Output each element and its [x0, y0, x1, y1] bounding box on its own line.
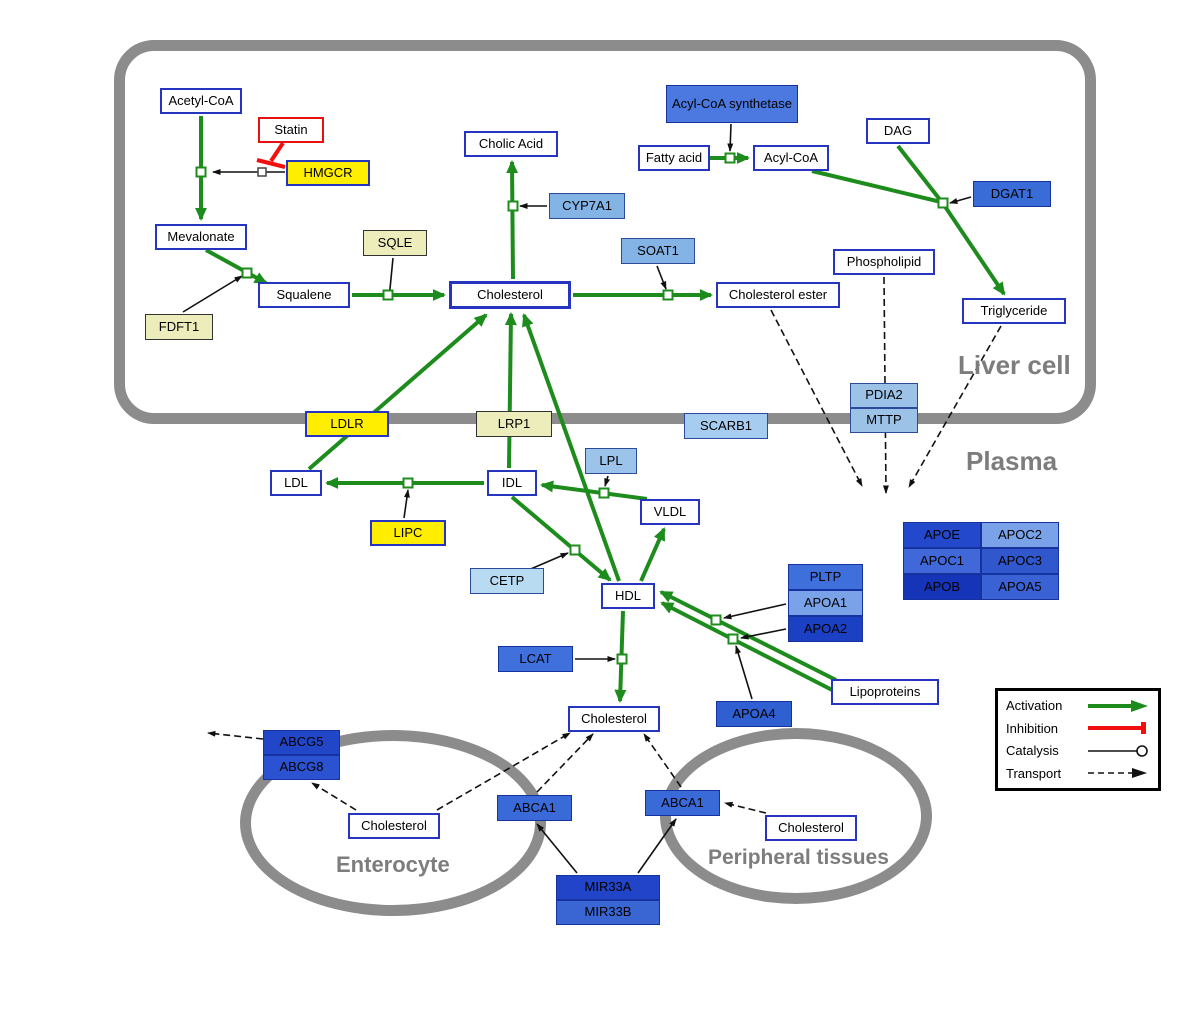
node-mevalonate[interactable]: Mevalonate	[155, 224, 247, 250]
node-cetp[interactable]: CETP	[470, 568, 544, 594]
node-fdft1[interactable]: FDFT1	[145, 314, 213, 340]
inhibition-bar-icon	[1088, 722, 1146, 735]
node-mir33b[interactable]: MIR33B	[556, 900, 660, 925]
node-triglyceride[interactable]: Triglyceride	[962, 298, 1066, 324]
node-lcat[interactable]: LCAT	[498, 646, 573, 672]
node-statin[interactable]: Statin	[258, 117, 324, 143]
node-squalene[interactable]: Squalene	[258, 282, 350, 308]
node-apoa4[interactable]: APOA4	[716, 701, 792, 727]
node-cholesterol-liver[interactable]: Cholesterol	[449, 281, 571, 309]
plasma-label: Plasma	[966, 446, 1058, 476]
catalysis-edges	[182, 123, 972, 874]
node-sqle[interactable]: SQLE	[363, 230, 427, 256]
node-apoc3[interactable]: APOC3	[981, 548, 1059, 574]
node-dag[interactable]: DAG	[866, 118, 930, 144]
enterocyte-label: Enterocyte	[336, 852, 450, 877]
node-scarb1[interactable]: SCARB1	[684, 413, 768, 439]
liver-cell-label: Liver cell	[958, 350, 1071, 380]
node-abcg5[interactable]: ABCG5	[263, 730, 340, 755]
node-mttp[interactable]: MTTP	[850, 408, 918, 433]
legend-transport-label: Transport	[1006, 765, 1062, 781]
liver-cell-membrane	[114, 40, 1096, 424]
legend: Activation Inhibition Catalysis Transpor…	[995, 688, 1161, 791]
node-fatty-acid[interactable]: Fatty acid	[638, 145, 710, 171]
node-idl[interactable]: IDL	[487, 470, 537, 496]
node-soat1[interactable]: SOAT1	[621, 238, 695, 264]
node-ldl[interactable]: LDL	[270, 470, 322, 496]
node-apoc2[interactable]: APOC2	[981, 522, 1059, 548]
legend-row-activation: Activation	[1006, 698, 1150, 713]
node-apoa1[interactable]: APOA1	[788, 590, 863, 616]
node-lipc[interactable]: LIPC	[370, 520, 446, 546]
node-apob[interactable]: APOB	[903, 574, 981, 600]
node-vldl[interactable]: VLDL	[640, 499, 700, 525]
node-pltp[interactable]: PLTP	[788, 564, 863, 590]
node-lpl[interactable]: LPL	[585, 448, 637, 474]
activation-edges	[195, 116, 1006, 703]
legend-row-transport: Transport	[1006, 766, 1150, 781]
node-apoe[interactable]: APOE	[903, 522, 981, 548]
transport-arrow-icon	[1088, 768, 1147, 779]
inhibition-edge	[256, 141, 286, 169]
node-abcg8[interactable]: ABCG8	[263, 755, 340, 780]
node-dgat1[interactable]: DGAT1	[973, 181, 1051, 207]
reaction-nodes	[195, 152, 949, 665]
node-abca1-enterocyte[interactable]: ABCA1	[497, 795, 572, 821]
peripheral-tissues-membrane	[660, 728, 932, 904]
node-lrp1[interactable]: LRP1	[476, 411, 552, 437]
legend-row-catalysis: Catalysis	[1006, 743, 1150, 758]
node-mir33a[interactable]: MIR33A	[556, 875, 660, 900]
legend-row-inhibition: Inhibition	[1006, 721, 1150, 736]
node-apoa5[interactable]: APOA5	[981, 574, 1059, 600]
enterocyte-membrane	[240, 730, 546, 916]
node-cholesterol-ester[interactable]: Cholesterol ester	[716, 282, 840, 308]
transport-edges	[207, 276, 1002, 814]
node-pdia2[interactable]: PDIA2	[850, 383, 918, 408]
node-acyl-coa-synthetase[interactable]: Acyl-CoA synthetase	[666, 85, 798, 123]
node-cholesterol-enterocyte[interactable]: Cholesterol	[348, 813, 440, 839]
node-phospholipid[interactable]: Phospholipid	[833, 249, 935, 275]
node-acetyl-coa[interactable]: Acetyl-CoA	[160, 88, 242, 114]
node-apoc1[interactable]: APOC1	[903, 548, 981, 574]
node-hmgcr[interactable]: HMGCR	[286, 160, 370, 186]
node-lipoproteins[interactable]: Lipoproteins	[831, 679, 939, 705]
node-acyl-coa[interactable]: Acyl-CoA	[753, 145, 829, 171]
legend-inhibition-label: Inhibition	[1006, 720, 1059, 736]
node-abca1-peripheral[interactable]: ABCA1	[645, 790, 720, 816]
node-cholic-acid[interactable]: Cholic Acid	[464, 131, 558, 157]
catalysis-circle-icon	[1088, 745, 1148, 757]
node-cyp7a1[interactable]: CYP7A1	[549, 193, 625, 219]
node-cholesterol-plasma[interactable]: Cholesterol	[568, 706, 660, 732]
peripheral-tissues-label: Peripheral tissues	[708, 846, 889, 869]
activation-arrow-icon	[1088, 699, 1148, 712]
legend-catalysis-label: Catalysis	[1006, 743, 1059, 759]
legend-activation-label: Activation	[1006, 698, 1063, 713]
node-ldlr[interactable]: LDLR	[305, 411, 389, 437]
node-hdl[interactable]: HDL	[601, 583, 655, 609]
node-cholesterol-peripheral[interactable]: Cholesterol	[765, 815, 857, 841]
node-apoa2[interactable]: APOA2	[788, 616, 863, 642]
